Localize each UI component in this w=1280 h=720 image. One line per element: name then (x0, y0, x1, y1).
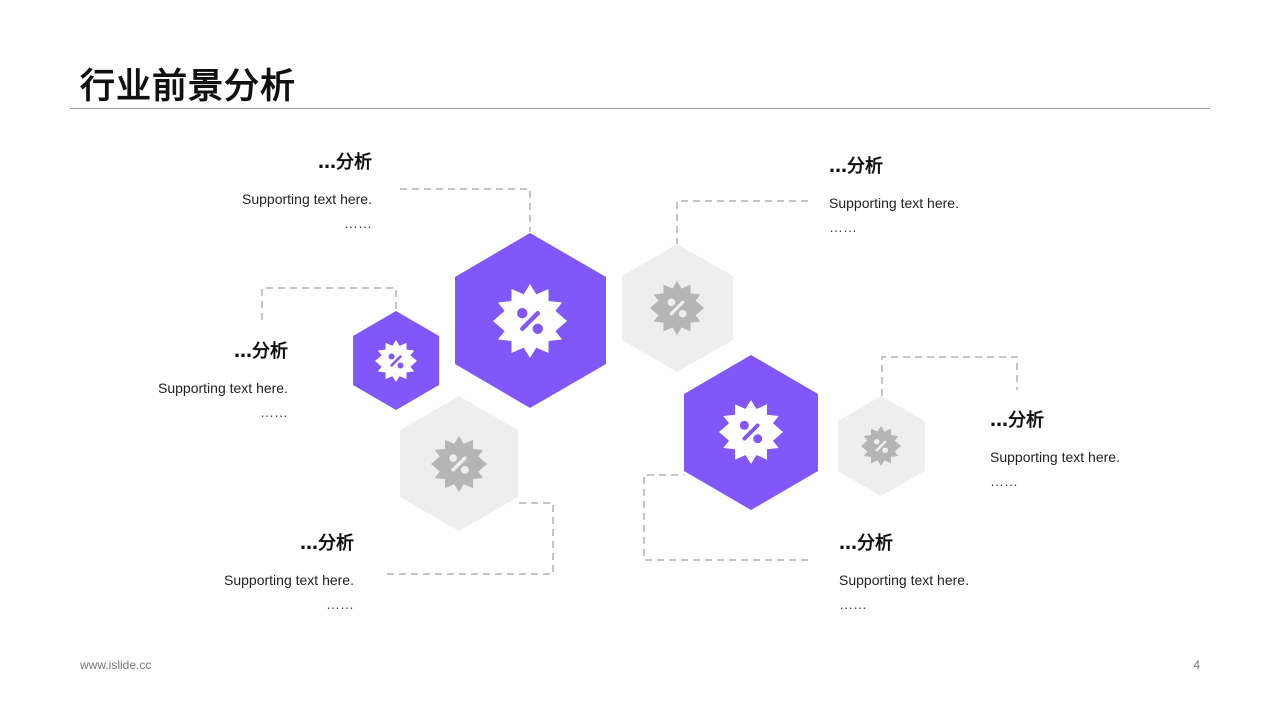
text-block-bottom-right: …分析 Supporting text here. …… (839, 529, 969, 613)
block-ellipsis: …… (990, 473, 1018, 489)
block-ellipsis: …… (829, 219, 857, 235)
block-ellipsis: …… (839, 596, 867, 612)
page-number: 4 (1193, 658, 1200, 672)
block-heading: …分析 (234, 341, 288, 362)
connector-lines (261, 188, 1018, 575)
block-ellipsis: …… (344, 215, 372, 231)
block-ellipsis: …… (326, 596, 354, 612)
block-body: Supporting text here. (829, 195, 959, 211)
connector-top-left (400, 188, 531, 232)
text-block-top-left: …分析 Supporting text here. …… (242, 148, 372, 232)
page-title: 行业前景分析 (80, 67, 297, 107)
connector-middle-left (261, 287, 397, 320)
percent-badge-icon (493, 284, 567, 358)
block-heading: …分析 (829, 156, 883, 177)
connector-bottom-right (643, 474, 808, 561)
block-body: Supporting text here. (224, 572, 354, 588)
percent-badge-icon (375, 340, 417, 382)
connector-top-right (676, 200, 808, 244)
percent-badge-icon (431, 436, 487, 492)
percent-badge-icon (861, 426, 901, 466)
block-body: Supporting text here. (839, 572, 969, 588)
title-divider (70, 108, 1210, 109)
block-heading: …分析 (839, 533, 893, 554)
footer-url: www.islide.cc (80, 658, 152, 672)
block-ellipsis: …… (260, 404, 288, 420)
connector-middle-right (881, 356, 1018, 396)
percent-badge-icon (650, 281, 704, 335)
block-body: Supporting text here. (242, 191, 372, 207)
block-body: Supporting text here. (990, 449, 1120, 465)
text-block-middle-right: …分析 Supporting text here. …… (990, 406, 1120, 490)
percent-badge-icon (719, 400, 783, 464)
text-block-top-right: …分析 Supporting text here. …… (829, 152, 959, 236)
block-heading: …分析 (990, 410, 1044, 431)
text-block-middle-left: …分析 Supporting text here. …… (158, 337, 288, 421)
block-heading: …分析 (300, 533, 354, 554)
connector-bottom-left (387, 502, 554, 575)
text-block-bottom-left: …分析 Supporting text here. …… (224, 529, 354, 613)
block-heading: …分析 (318, 152, 372, 173)
block-body: Supporting text here. (158, 380, 288, 396)
